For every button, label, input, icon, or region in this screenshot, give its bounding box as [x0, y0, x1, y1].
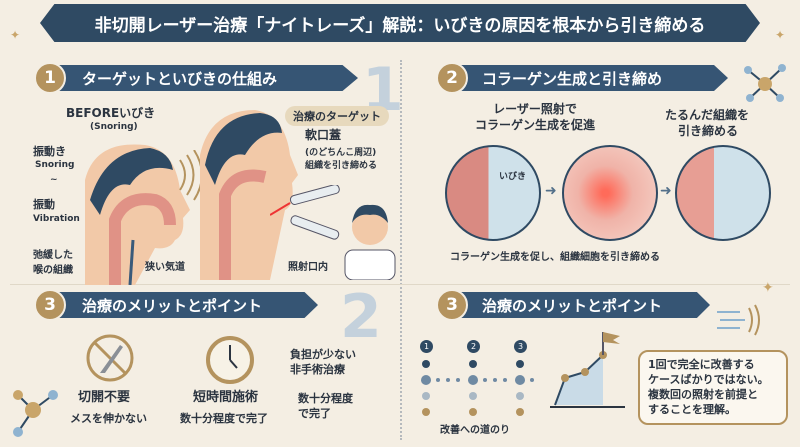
molecule-icon [13, 390, 58, 437]
vertical-divider [400, 60, 402, 440]
no-knife-label: メスを伸かない [70, 412, 147, 425]
narrow-airway-label: 狭い気道 [145, 262, 185, 273]
snore-label: いびき [499, 172, 527, 182]
section3a-number: 3 [34, 289, 66, 321]
tissue-after-circle [675, 145, 771, 241]
sparkle-icon: ✦ [762, 280, 774, 296]
clock-icon [206, 336, 254, 384]
progress-chart-flag-icon [550, 332, 625, 408]
road-label: 改善への道のり [440, 425, 510, 436]
minutes-line2: で完了 [298, 407, 331, 420]
snoring-ja-label: 振動き [33, 145, 66, 158]
section2-header: コラーゲン生成と引き締め [448, 65, 728, 91]
note-bubble: 1回で完全に改善する ケースばかりではない。 複数回の照射を前提と することを理… [638, 350, 788, 426]
tighten-label: 組織を引き締める [305, 161, 378, 171]
section3b-header: 治療のメリットとポイント [448, 292, 710, 318]
sag-line2: 引き締める [678, 124, 739, 138]
section3a-header: 治療のメリットとポイント [48, 292, 318, 318]
treatment-profile-illustration [200, 110, 298, 280]
step-1-badge: 1 [420, 340, 433, 353]
tissue-laser-circle [562, 145, 658, 241]
short-treatment-sub-label: 数十分程度で完了 [180, 412, 268, 425]
section1-header: ターゲットといびきの仕組み [48, 65, 358, 91]
before-sub-label: (Snoring) [90, 122, 138, 132]
section2-number: 2 [436, 62, 468, 94]
steps-diagram: 1 2 3 [420, 340, 545, 416]
section1-number: 1 [34, 62, 66, 94]
laser-line1: レーザー照射で [493, 102, 577, 116]
minutes-line1: 数十分程度 [298, 392, 353, 405]
wind-icon [717, 304, 760, 336]
before-label: BEFOREいびき [66, 106, 156, 120]
progress-dots [421, 360, 534, 416]
sag-line1: たるんだ組織を [665, 108, 750, 122]
tissue-before-circle: いびき [445, 145, 541, 241]
snoring-profile-illustration [85, 144, 190, 285]
laser-line2: コラーゲン生成を促進 [474, 118, 595, 132]
vibration-en-label: Vibration [33, 214, 80, 224]
section3a-big-number: 2 [340, 282, 382, 352]
treatment-target-tag: 治療のターゲット [285, 106, 389, 126]
arrow-right-icon: ➜ [545, 183, 557, 199]
low-burden-line1: 負担が少ない [290, 348, 356, 361]
vibration-ja-label: 振動 [33, 198, 55, 211]
irradiate-label: 照射口内 [288, 262, 328, 273]
soft-palate-label: 軟口蓋 [305, 128, 342, 142]
horizontal-divider [10, 284, 790, 285]
arrow-right-icon: ➜ [660, 183, 672, 199]
low-burden-line2: 非手術治療 [290, 363, 345, 376]
molecule-icon [744, 64, 786, 102]
soft-palate-sub-label: (のどちんこ周辺) [305, 148, 377, 158]
step-2-badge: 2 [467, 340, 480, 353]
short-treatment-label: 短時間施術 [193, 390, 259, 405]
step-3-badge: 3 [514, 340, 527, 353]
no-incision-label: 切開不要 [78, 390, 131, 405]
sparkle-icon: ✦ [10, 28, 21, 42]
no-scalpel-icon [86, 334, 134, 382]
relaxed-tissue-label: 弛緩した 喉の組織 [33, 250, 73, 276]
doctor-illustration [344, 204, 396, 280]
tilde: ~ [50, 175, 58, 185]
snoring-en-label: Snoring [35, 160, 75, 170]
section3b-number: 3 [436, 289, 468, 321]
laser-device-icon [270, 185, 340, 240]
section2-caption: コラーゲン生成を促し、組織細胞を引き締める [450, 252, 660, 263]
page-title: 非切開レーザー治療「ナイトレーズ」解説：いびきの原因を根本から引き締める [40, 4, 760, 42]
sparkle-icon: ✦ [775, 28, 786, 42]
